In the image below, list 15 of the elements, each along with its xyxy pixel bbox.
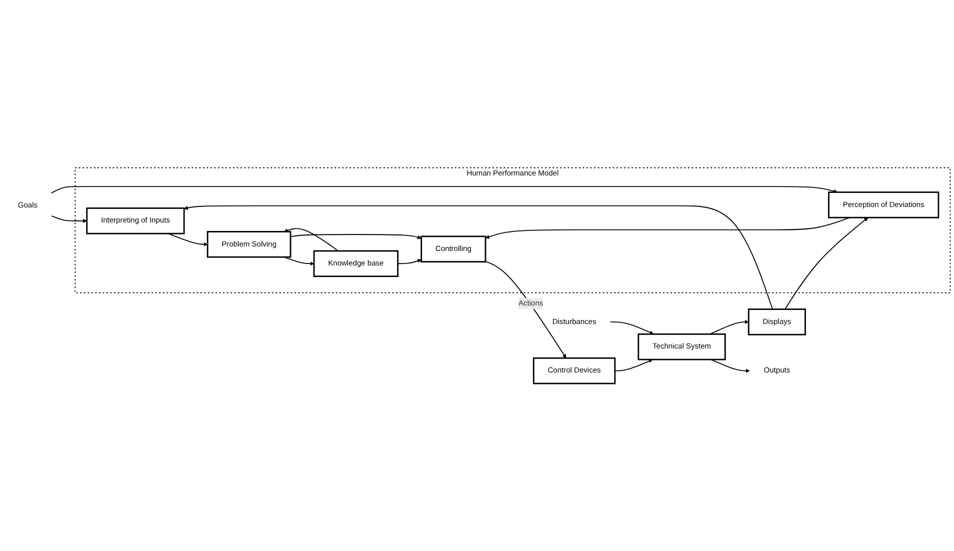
arrow: [397, 258, 422, 264]
arrow: [709, 320, 749, 334]
arrow: [168, 232, 208, 246]
arrow: [784, 217, 868, 310]
arrow: [485, 216, 850, 239]
arrow: [485, 260, 566, 358]
arrow: [284, 228, 339, 252]
arrow: [50, 186, 838, 194]
arrow: [614, 358, 653, 372]
arrow: [51, 215, 88, 223]
arrow: [284, 256, 314, 266]
arrow: [710, 358, 750, 373]
arrow: [184, 205, 774, 310]
arrow: [290, 234, 422, 240]
arrow: [610, 321, 654, 334]
